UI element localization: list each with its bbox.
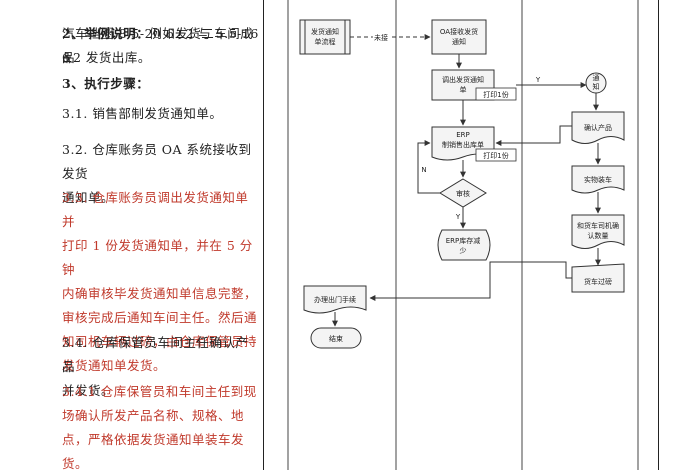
example-body-3: ±2 发货出库。 <box>62 50 151 65</box>
example-heading: 2、举例说明： <box>62 26 150 41</box>
swimlane-frame <box>287 0 639 470</box>
driver-confirm-node: 和货车司机确认数量 <box>571 214 625 249</box>
edge-weighing-to-exit <box>369 261 572 301</box>
print-copy-2: 打印1份 <box>483 151 508 160</box>
oa-receive-label: OA接收发货通知 <box>440 27 478 46</box>
edge-review-no-loop <box>417 140 440 194</box>
notify-label: 通知 <box>593 73 600 91</box>
step-3-4: 3.4. 仓库保管员车间主任确认产品 并发货。 <box>62 335 249 398</box>
steps-heading: 3、执行步骤： <box>62 76 150 91</box>
driver-confirm-label: 和货车司机确认数量 <box>577 221 619 240</box>
ship-notice-process-node: 发货通知单流程 <box>299 19 351 55</box>
retrieve-notice-label: 调出发货通知单 <box>442 75 484 94</box>
end-label: 结束 <box>329 334 343 343</box>
step-3-3: 3.3. 仓库账务员调出发货通知单并 打印 1 份发货通知单，并在 5 分钟 内… <box>62 190 258 373</box>
edge-confirm-to-erp <box>495 125 572 146</box>
swimlanes <box>287 0 639 470</box>
yes-label-2: Y <box>455 213 461 221</box>
yes-label-1: Y <box>535 76 541 84</box>
oa-receive-node: OA接收发货通知 <box>431 19 487 55</box>
step-3-4-1: 3.4.1 仓库保管员和车间主任到现 场确认所发产品名称、规格、地 点，严格依据… <box>62 384 257 471</box>
erp-stock-reduce-label: ERP库存减少 <box>446 236 481 255</box>
retrieve-notice-node: 调出发货通知单 打印1份 <box>431 69 517 101</box>
physical-loading-label: 实物装车 <box>584 175 612 184</box>
physical-loading-node: 实物装车 <box>571 165 625 194</box>
step-3-2: 3.2. 仓库账务员 OA 系统接收到发货 通知单。 <box>62 142 252 205</box>
example-heading-line: 2、举例说明：例如发货二车间成品 <box>62 0 260 70</box>
notify-node: 通知 <box>585 72 607 94</box>
exit-procedure-label: 办理出门手续 <box>314 295 356 304</box>
ship-notice-process-label: 发货通知单流程 <box>311 27 339 46</box>
exit-procedure-node: 办理出门手续 <box>303 285 367 314</box>
example-body-2: 汽车挡圈 8.5-20 6±2 与 5.5-16 6 <box>62 26 259 65</box>
truck-weighing-node: 货车过磅 <box>571 263 625 293</box>
confirm-product-node: 确认产品 <box>571 111 625 144</box>
procedure-text-column <box>57 0 264 470</box>
truck-weighing-label: 货车过磅 <box>584 277 612 286</box>
page-right-border <box>658 0 659 470</box>
erp-stock-reduce-node: ERP库存减少 <box>437 229 491 261</box>
step-3-1: 3.1. 销售部制发货通知单。 <box>62 106 223 121</box>
review-node: 审核 <box>439 178 487 208</box>
example-body-1: 例如发货二车间成品 <box>62 26 254 65</box>
end-node: 结束 <box>310 327 362 349</box>
n-label: N <box>421 166 426 174</box>
arrow-label-1: 未接 <box>374 33 388 42</box>
print-copy-1: 打印1份 <box>483 90 508 99</box>
review-label: 审核 <box>456 189 470 198</box>
confirm-product-label: 确认产品 <box>584 123 612 132</box>
